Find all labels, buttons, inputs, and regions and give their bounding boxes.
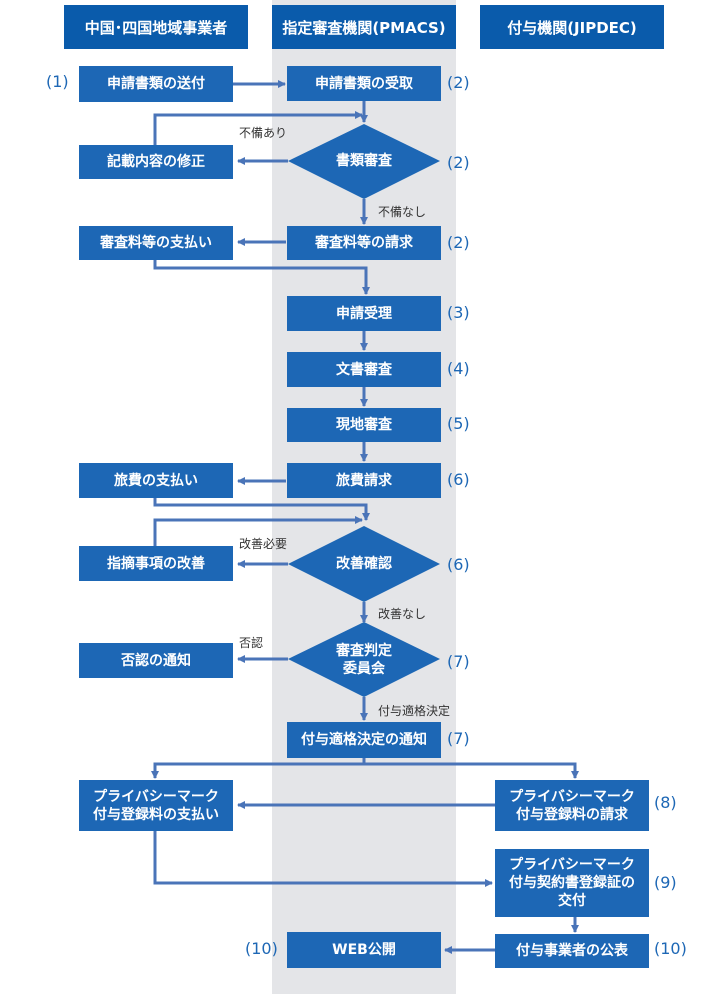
- box-bill-fee: 審査料等の請求: [287, 226, 441, 260]
- box-fix-content: 記載内容の修正: [79, 145, 233, 179]
- condition-no-fix: 改善なし: [378, 607, 427, 621]
- step-label: (5): [447, 414, 470, 433]
- step-label: (1): [46, 72, 69, 91]
- label-confirm-fix: 改善確認: [336, 556, 392, 572]
- step-label: (2): [447, 233, 470, 252]
- box-web-publish: WEB公開: [287, 932, 441, 968]
- box-grant-notice: 付与適格決定の通知: [287, 722, 441, 758]
- header-business: 中国･四国地域事業者: [64, 5, 248, 49]
- condition-grant-decided: 付与適格決定: [378, 704, 451, 718]
- condition-needs-fix: 改善必要: [239, 537, 288, 551]
- step-label: (7): [447, 729, 470, 748]
- box-receive-docs: 申請書類の受取: [287, 66, 441, 101]
- arrow-paytravel-to-confirm: [153, 498, 370, 521]
- arrow-findings-to-confirm: [153, 516, 363, 546]
- step-label: (2): [447, 153, 470, 172]
- box-doc-audit: 文書審査: [287, 352, 441, 387]
- arrow-fix-to-review: [153, 111, 363, 145]
- arrow-grant-to-billreg: [364, 762, 579, 779]
- box-deny-notice: 否認の通知: [79, 643, 233, 678]
- header-jipdec: 付与機関(JIPDEC): [480, 5, 664, 49]
- box-bill-reg: プライバシーマーク 付与登録料の請求: [495, 780, 649, 831]
- step-label: (9): [654, 873, 677, 892]
- arrow-payreg-to-cert: [153, 831, 493, 887]
- arrow-grant-to-payreg: [151, 758, 366, 779]
- box-send-docs: 申請書類の送付: [79, 66, 233, 102]
- label-judge-committee: 審査判定 委員会: [336, 643, 392, 677]
- step-label: (2): [447, 73, 470, 92]
- box-pay-fee: 審査料等の支払い: [79, 226, 233, 260]
- diamond-doc-review: [288, 124, 440, 199]
- step-label: (6): [447, 555, 470, 574]
- label-doc-review: 書類審査: [336, 153, 392, 169]
- box-site-audit: 現地審査: [287, 408, 441, 442]
- box-bill-travel: 旅費請求: [287, 463, 441, 498]
- arrow-pay-to-accept: [153, 260, 370, 295]
- step-label: (10): [654, 939, 687, 958]
- box-fix-findings: 指摘事項の改善: [79, 546, 233, 581]
- box-announce: 付与事業者の公表: [495, 934, 649, 968]
- step-label: (3): [447, 303, 470, 322]
- step-label: (10): [245, 939, 278, 958]
- box-accept-app: 申請受理: [287, 296, 441, 331]
- step-label: (8): [654, 793, 677, 812]
- box-pay-travel: 旅費の支払い: [79, 463, 233, 498]
- step-label: (4): [447, 359, 470, 378]
- diamond-judge-committee: [288, 622, 440, 697]
- step-label: (7): [447, 652, 470, 671]
- condition-no-deficiency: 不備なし: [378, 205, 427, 219]
- box-pay-reg: プライバシーマーク 付与登録料の支払い: [79, 780, 233, 831]
- diamond-confirm-fix: [288, 526, 440, 602]
- header-pmacs: 指定審査機関(PMACS): [272, 5, 456, 49]
- box-issue-cert: プライバシーマーク 付与契約書登録証の 交付: [495, 849, 649, 917]
- condition-deficient: 不備あり: [239, 126, 288, 140]
- step-label: (6): [447, 470, 470, 489]
- condition-rejected: 否認: [239, 636, 264, 650]
